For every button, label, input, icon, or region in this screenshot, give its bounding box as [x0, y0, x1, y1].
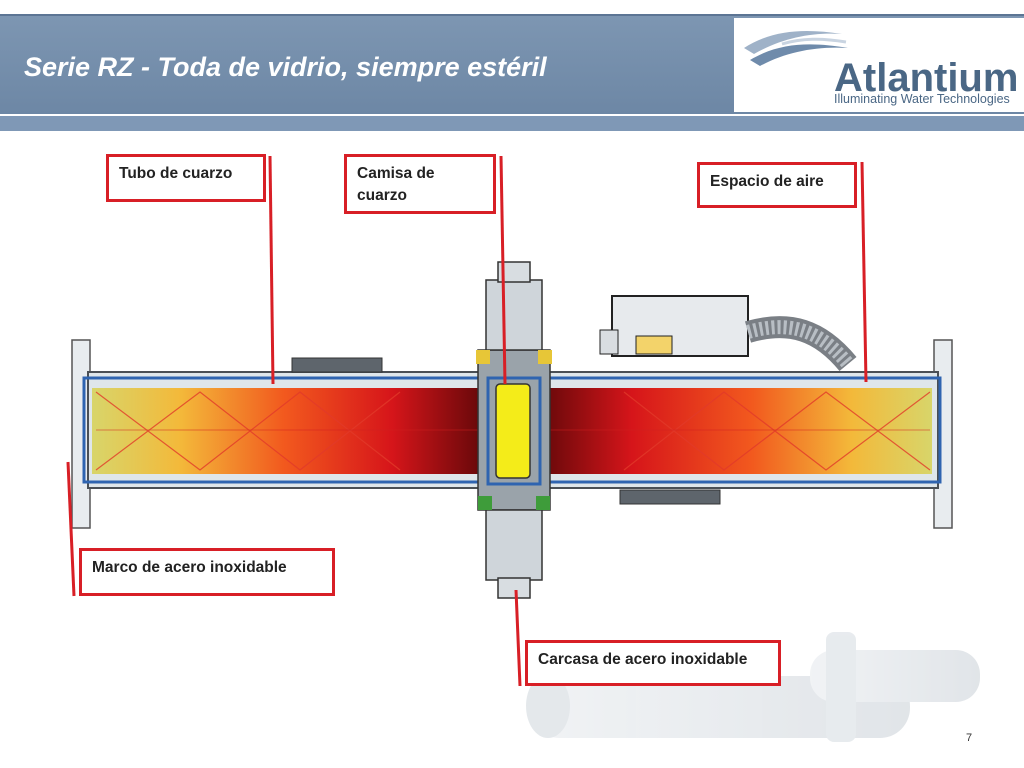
- control-box: [599, 295, 857, 372]
- label-steel-frame-text: Marco de acero inoxidable: [92, 559, 287, 576]
- logo-tagline: Illuminating Water Technologies: [834, 92, 1010, 106]
- slide-header: Serie RZ - Toda de vidrio, siempre estér…: [0, 0, 1024, 133]
- label-air-gap-text: Espacio de aire: [710, 173, 824, 190]
- uv-beam-right: [532, 388, 932, 474]
- wave-logo-icon: [744, 30, 848, 66]
- label-quartz-sleeve-line2: cuarzo: [357, 187, 407, 205]
- uv-lamp: [495, 383, 531, 479]
- light-ray-lines: [95, 391, 931, 471]
- label-quartz-tube-text: Tubo de cuarzo: [119, 165, 233, 182]
- slide-title: Serie RZ - Toda de vidrio, siempre estér…: [24, 52, 547, 82]
- background-product-photo: [526, 632, 980, 742]
- atlantium-logo: Atlantium Illuminating Water Technologie…: [734, 18, 1024, 112]
- uv-beam-left: [92, 388, 492, 474]
- label-steel-housing-text: Carcasa de acero inoxidable: [538, 651, 748, 668]
- label-quartz-sleeve: Camisa de cuarzo: [344, 154, 496, 214]
- header-divider: [0, 116, 1024, 131]
- label-steel-housing: Carcasa de acero inoxidable: [525, 640, 781, 686]
- label-steel-frame: Marco de acero inoxidable: [79, 548, 335, 596]
- logo-wordmark: Atlantium: [834, 56, 1019, 100]
- leader-lines: [66, 155, 868, 687]
- label-quartz-sleeve-line1: Camisa de: [357, 165, 435, 182]
- central-lamp-assembly: [476, 261, 552, 599]
- label-air-gap: Espacio de aire: [697, 162, 857, 208]
- page-number: 7: [966, 732, 973, 744]
- label-quartz-tube: Tubo de cuarzo: [106, 154, 266, 202]
